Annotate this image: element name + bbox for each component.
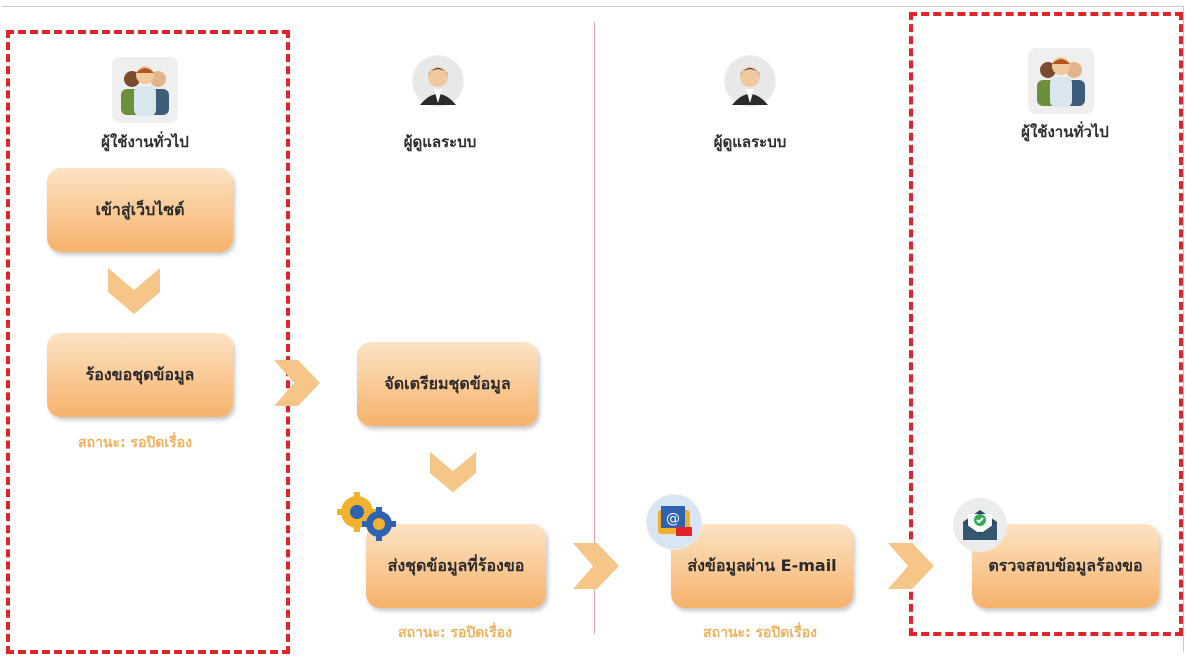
- lane-divider: [594, 22, 595, 634]
- email-send-icon: @: [646, 494, 702, 550]
- chevron-down-arrow: [108, 268, 160, 314]
- lane-2-role: ผู้ดูแลระบบ: [403, 133, 477, 151]
- status-label-3: สถานะ: รอปิดเรื่อง: [703, 625, 817, 641]
- chevron-down-arrow: [430, 451, 476, 493]
- status-label-2: สถานะ: รอปิดเรื่อง: [398, 625, 512, 641]
- chevron-right-arrow: [888, 543, 934, 589]
- chevron-right-arrow: [573, 543, 619, 589]
- lane-3-role: ผู้ดูแลระบบ: [713, 133, 787, 151]
- lane-1-role: ผู้ใช้งานทั่วไป: [101, 133, 189, 151]
- gear-icon: [335, 488, 397, 546]
- step-verify-request: ตรวจสอบข้อมูลร้องขอ: [972, 524, 1159, 608]
- step-enter-website: เข้าสู่เว็บไซต์: [47, 168, 233, 252]
- highlight-lane-4: [909, 12, 1183, 636]
- step-send-requested-dataset: ส่งชุดข้อมูลที่ร้องขอ: [366, 524, 546, 608]
- admin-icon: [724, 55, 776, 107]
- email-check-icon: [953, 498, 1007, 552]
- step-request-dataset: ร้องขอชุดข้อมูล: [47, 333, 233, 417]
- diagram-frame: [2, 6, 1184, 652]
- lane-4-role: ผู้ใช้งานทั่วไป: [1021, 123, 1109, 141]
- step-prepare-dataset: จัดเตรียมชุดข้อมูล: [357, 342, 538, 426]
- step-send-email: ส่งข้อมูลผ่าน E-mail: [671, 524, 853, 608]
- chevron-right-arrow: [274, 360, 320, 406]
- group-users-icon: [112, 57, 178, 123]
- highlight-lane-1: [6, 30, 290, 654]
- svg-text:@: @: [666, 511, 680, 527]
- group-users-icon: [1028, 48, 1094, 114]
- status-label-1: สถานะ: รอปิดเรื่อง: [78, 435, 192, 451]
- admin-icon: [412, 55, 464, 107]
